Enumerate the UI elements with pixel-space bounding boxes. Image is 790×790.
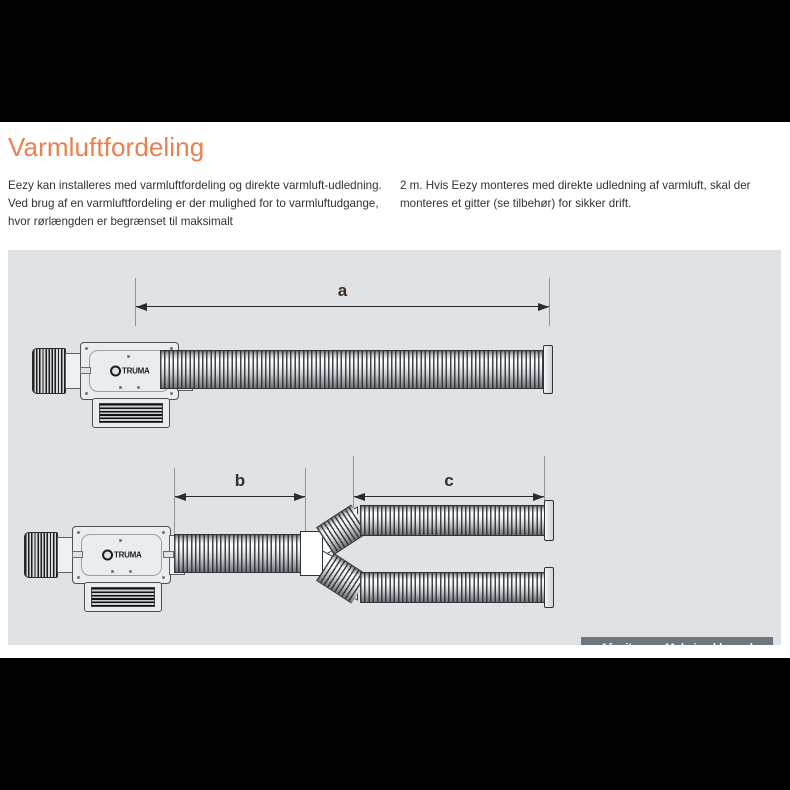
intro-paragraph-right: 2 m. Hvis Eezy monteres med direkte udle…	[400, 177, 786, 213]
warm-air-duct-b	[174, 534, 301, 573]
document-content: Varmluftfordeling Eezy kan installeres m…	[0, 122, 790, 658]
extension-line-b-right	[305, 468, 306, 558]
screw-icon	[129, 570, 132, 573]
letterbox-bottom-bar	[0, 658, 790, 790]
truma-logo: TRUMA	[109, 365, 150, 377]
screw-icon	[162, 531, 165, 534]
extension-line-b-left	[174, 468, 175, 548]
extension-line-c-right	[544, 456, 545, 510]
y-distributor-inlet	[300, 531, 324, 576]
intro-right-text: 2 m. Hvis Eezy monteres med direkte udle…	[400, 179, 751, 211]
air-intake-grille	[92, 398, 170, 428]
mount-tab	[80, 367, 91, 374]
table-header-row: Afsnit Maksimal længde	[581, 637, 773, 645]
warm-air-duct-a	[160, 350, 544, 389]
extension-line-a-left	[135, 278, 136, 326]
duct-end-cuff-c-upper	[544, 500, 554, 541]
table-header-afsnit: Afsnit	[581, 637, 652, 645]
screw-icon	[170, 392, 173, 395]
screw-icon	[119, 539, 122, 542]
dimension-label-b: b	[234, 471, 246, 490]
truma-logo-mark-icon	[101, 549, 113, 561]
heater-body: TRUMA	[72, 526, 171, 584]
screw-icon	[85, 392, 88, 395]
blower-fan-icon	[24, 532, 58, 578]
screw-icon	[85, 347, 88, 350]
diagram-panel: a TRUMA	[8, 250, 781, 645]
truma-logo: TRUMA	[101, 549, 142, 561]
warm-air-duct-c-lower	[360, 572, 546, 603]
intro-left-text: Eezy kan installeres med varmluftfordeli…	[8, 179, 382, 229]
screw-icon	[162, 576, 165, 579]
dimension-label-a: a	[337, 281, 348, 300]
intro-paragraph-left: Eezy kan installeres med varmluftfordeli…	[8, 177, 400, 232]
heater-unit-bottom: TRUMA	[24, 526, 189, 616]
duct-end-cuff-c-lower	[544, 567, 554, 608]
mount-tab	[163, 551, 174, 558]
screw-icon	[170, 347, 173, 350]
grille-louvers	[91, 587, 155, 607]
dimension-line-b	[175, 492, 305, 501]
max-length-table: Afsnit Maksimal længde a 2 m (rør VR 80)…	[581, 637, 773, 645]
extension-line-a-right	[549, 278, 550, 326]
extension-line-c-left	[353, 456, 354, 510]
screw-icon	[77, 576, 80, 579]
dimension-line-a	[136, 302, 549, 311]
dimension-line-c	[354, 492, 544, 501]
screw-icon	[137, 386, 140, 389]
grille-louvers	[99, 403, 163, 423]
truma-logo-text: TRUMA	[122, 366, 150, 376]
warm-air-duct-c-upper	[360, 505, 546, 536]
table-header-maksimal-laengde: Maksimal længde	[651, 637, 773, 645]
screw-icon	[77, 531, 80, 534]
page-title: Varmluftfordeling	[8, 132, 205, 162]
screw-icon	[111, 570, 114, 573]
truma-logo-mark-icon	[109, 365, 121, 377]
blower-fan-icon	[32, 348, 66, 394]
mount-tab	[72, 551, 83, 558]
screw-icon	[127, 355, 130, 358]
letterbox-top-bar	[0, 0, 790, 122]
air-intake-grille	[84, 582, 162, 612]
duct-end-cuff-a	[543, 345, 553, 394]
dimension-label-c: c	[444, 471, 454, 490]
truma-logo-text: TRUMA	[114, 550, 142, 560]
screw-icon	[119, 386, 122, 389]
